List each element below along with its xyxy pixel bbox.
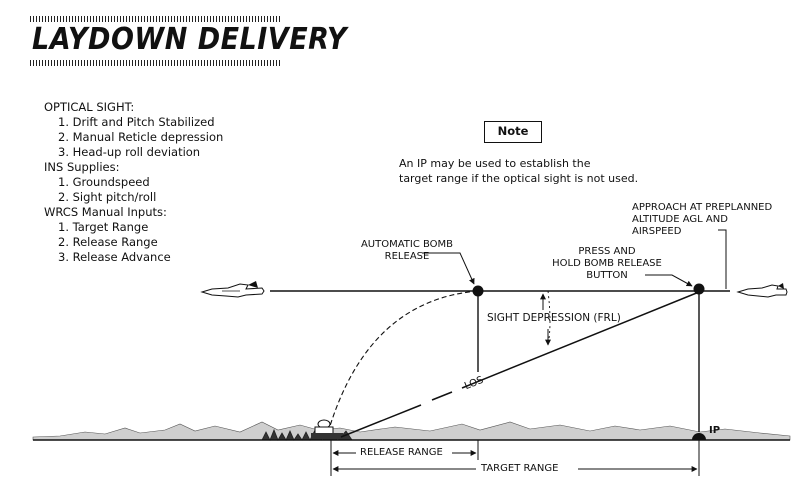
press-hold-line: PRESS AND <box>578 246 636 257</box>
optical-sight-heading: OPTICAL SIGHT: <box>44 100 135 114</box>
automatic-release-leader <box>422 252 475 285</box>
ins-supplies-item: 2. Sight pitch/roll <box>58 190 157 204</box>
ins-supplies-heading: INS Supplies: <box>44 160 120 174</box>
ip-marker <box>692 433 706 440</box>
wrcs-inputs-item: 1. Target Range <box>58 220 149 234</box>
title-hatch-top <box>30 16 282 22</box>
approach-line: ALTITUDE AGL AND <box>632 214 728 225</box>
ins-supplies-section: INS Supplies: 1. Groundspeed 2. Sight pi… <box>44 160 156 205</box>
ins-supplies-item: 1. Groundspeed <box>58 175 150 189</box>
range-ticks <box>330 440 700 476</box>
approach-line: APPROACH AT PREPLANNED <box>632 202 773 213</box>
approach-label: APPROACH AT PREPLANNED ALTITUDE AGL AND … <box>632 202 772 238</box>
note-title: Note <box>484 121 542 143</box>
approach-leader <box>718 229 727 289</box>
los-line <box>340 291 700 438</box>
target-range-label: TARGET RANGE <box>481 463 559 474</box>
bomb-trajectory <box>329 290 479 427</box>
sight-depression-label: SIGHT DEPRESSION (FRL) <box>487 312 621 324</box>
press-hold-line: BUTTON <box>586 270 628 281</box>
press-hold-leader <box>645 274 693 287</box>
target-bunker-icon <box>311 419 343 439</box>
terrain <box>32 421 791 441</box>
optical-sight-item: 1. Drift and Pitch Stabilized <box>58 115 215 129</box>
wrcs-inputs-item: 3. Release Advance <box>58 250 171 264</box>
note-line: target range if the optical sight is not… <box>399 172 639 185</box>
press-hold-label: PRESS AND HOLD BOMB RELEASE BUTTON <box>551 246 663 282</box>
wrcs-inputs-heading: WRCS Manual Inputs: <box>44 205 167 219</box>
automatic-release-line: RELEASE <box>384 251 430 262</box>
optical-sight-section: OPTICAL SIGHT: 1. Drift and Pitch Stabil… <box>44 100 223 160</box>
note-text: An IP may be used to establish the targe… <box>399 156 638 186</box>
optical-sight-item: 2. Manual Reticle depression <box>58 130 224 144</box>
wrcs-inputs-section: WRCS Manual Inputs: 1. Target Range 2. R… <box>44 205 171 265</box>
aircraft-approach-icon <box>736 283 788 298</box>
optical-sight-item: 3. Head-up roll deviation <box>58 145 201 159</box>
ip-label: IP <box>709 425 721 436</box>
release-range-label: RELEASE RANGE <box>360 447 443 458</box>
press-hold-line: HOLD BOMB RELEASE <box>552 258 662 269</box>
press-hold-release-point <box>693 283 705 295</box>
note-line: An IP may be used to establish the <box>399 157 591 170</box>
aircraft-release-icon <box>200 281 265 298</box>
title-hatch-bottom <box>30 60 282 66</box>
page-title: LAYDOWN DELIVERY <box>32 22 348 57</box>
wrcs-inputs-item: 2. Release Range <box>58 235 158 249</box>
automatic-release-label: AUTOMATIC BOMB RELEASE <box>359 239 455 263</box>
automatic-release-line: AUTOMATIC BOMB <box>360 239 454 250</box>
approach-line: AIRSPEED <box>632 226 682 237</box>
